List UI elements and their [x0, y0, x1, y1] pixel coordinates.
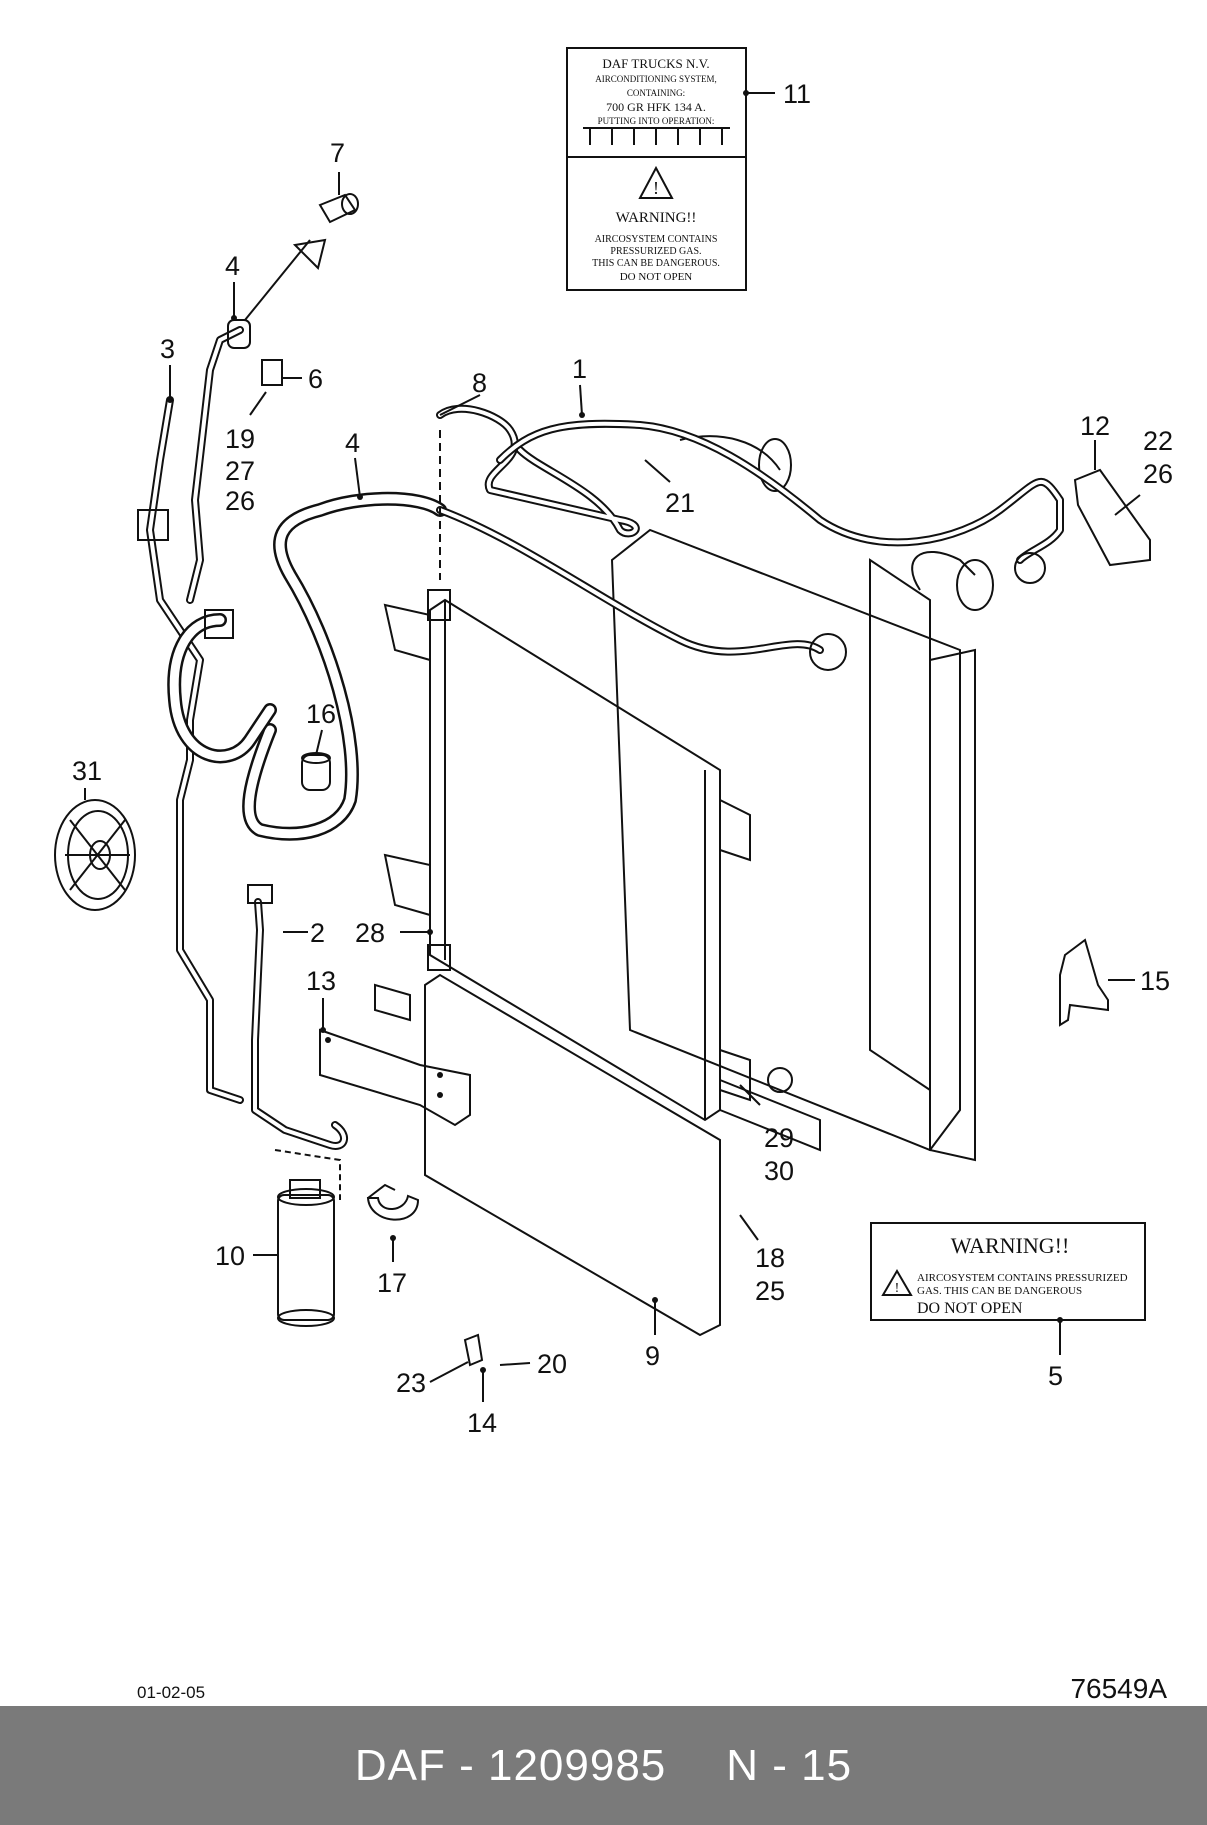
hose-4-long — [242, 491, 847, 841]
callout-2: 2 — [310, 918, 325, 948]
callout-1: 1 — [572, 354, 587, 384]
sticker-line-4: 700 GR HFK 134 A. — [606, 100, 706, 114]
small-warning-triangle-icon — [881, 1269, 913, 1296]
callout-10: 10 — [215, 1241, 245, 1271]
warning-triangle-icon — [638, 165, 674, 199]
callout-13: 13 — [306, 966, 336, 996]
callout-18: 18 — [755, 1243, 785, 1273]
callout-22: 22 — [1143, 426, 1173, 456]
sticker-warning-3: THIS CAN BE DANGEROUS. — [592, 258, 720, 269]
callout-30: 30 — [764, 1156, 794, 1186]
callout-5: 5 — [1048, 1361, 1063, 1391]
callout-7: 7 — [330, 138, 345, 168]
line-2 — [247, 884, 348, 1150]
warning-sticker-main: DAF TRUCKS N.V. AIRCONDITIONING SYSTEM, … — [566, 47, 747, 291]
callout-20: 20 — [537, 1349, 567, 1379]
warning-sticker-small: WARNING!! ! AIRCOSYSTEM CONTAINS PRESSUR… — [870, 1222, 1146, 1321]
sticker-line-2: AIRCONDITIONING SYSTEM, — [595, 74, 717, 84]
sticker-warning: WARNING!! — [616, 210, 697, 226]
callout-8: 8 — [472, 368, 487, 398]
callout-6: 6 — [308, 364, 323, 394]
diagram-date: 01-02-05 — [137, 1683, 206, 1702]
receiver-drier-10 — [274, 1149, 341, 1327]
callout-23: 23 — [396, 1368, 426, 1398]
callout-31: 31 — [72, 756, 102, 786]
small-sticker-line-3: DO NOT OPEN — [917, 1300, 1023, 1317]
sticker-warning-2: PRESSURIZED GAS. — [610, 246, 701, 257]
callout-17: 17 — [377, 1268, 407, 1298]
bracket-15 — [1059, 938, 1109, 1027]
callout-19: 19 — [225, 424, 255, 454]
leader-lines — [84, 90, 1141, 1402]
condenser — [383, 589, 751, 1122]
callouts: 11 7 4 3 6 19 27 26 4 8 1 12 22 26 21 16… — [72, 79, 1173, 1438]
sticker-warning-1: AIRCOSYSTEM CONTAINS — [595, 234, 718, 245]
callout-14: 14 — [467, 1408, 497, 1438]
callout-4-top: 4 — [225, 251, 240, 281]
sleeve-16 — [301, 752, 331, 791]
hose-1 — [436, 404, 1064, 584]
radiator — [610, 435, 994, 1162]
callout-12: 12 — [1080, 411, 1110, 441]
sticker-line-3: CONTAINING: — [627, 88, 685, 98]
pressure-switch-4 — [227, 319, 251, 349]
plate-12 — [1073, 468, 1151, 567]
callout-16: 16 — [306, 699, 336, 729]
callout-11: 11 — [783, 79, 811, 109]
callout-26-right: 26 — [1143, 459, 1173, 489]
svg-text:!: ! — [895, 1281, 900, 1296]
small-sticker-line-1: AIRCOSYSTEM CONTAINS PRESSURIZED — [917, 1272, 1128, 1284]
callout-4-mid: 4 — [345, 428, 360, 458]
part-banner: DAF - 1209985 N - 15 — [0, 1706, 1207, 1825]
parts-diagram: DAF TRUCKS N.V. AIRCONDITIONING SYSTEM, … — [54, 47, 1173, 1438]
page-reference: N - 15 — [726, 1740, 853, 1790]
sticker-line-5: PUTTING INTO OPERATION: — [598, 116, 715, 126]
callout-21: 21 — [665, 488, 695, 518]
callout-27: 27 — [225, 456, 255, 486]
bracket-13 — [319, 983, 471, 1127]
callout-26-left: 26 — [225, 486, 255, 516]
clip-14 — [463, 1333, 484, 1367]
switch-7 — [244, 193, 359, 321]
callout-28: 28 — [355, 918, 385, 948]
fan-31 — [54, 799, 136, 911]
clamp-17 — [366, 1183, 420, 1221]
drawing-code: 76549A — [1070, 1673, 1167, 1704]
callout-25: 25 — [755, 1276, 785, 1306]
sticker-warning-4: DO NOT OPEN — [620, 271, 693, 283]
callout-15: 15 — [1140, 966, 1170, 996]
svg-text:!: ! — [653, 178, 659, 198]
condenser-screen — [424, 973, 721, 1337]
callout-29: 29 — [764, 1123, 794, 1153]
hose-3 — [137, 326, 277, 1104]
clip-6 — [261, 359, 283, 386]
callout-3: 3 — [160, 334, 175, 364]
small-sticker-line-2: GAS. THIS CAN BE DANGEROUS — [917, 1285, 1082, 1297]
brand-part-number: DAF - 1209985 — [354, 1740, 667, 1790]
callout-9: 9 — [645, 1341, 660, 1371]
small-sticker-warning: WARNING!! — [951, 1233, 1070, 1258]
sticker-line-1: DAF TRUCKS N.V. — [602, 56, 709, 71]
